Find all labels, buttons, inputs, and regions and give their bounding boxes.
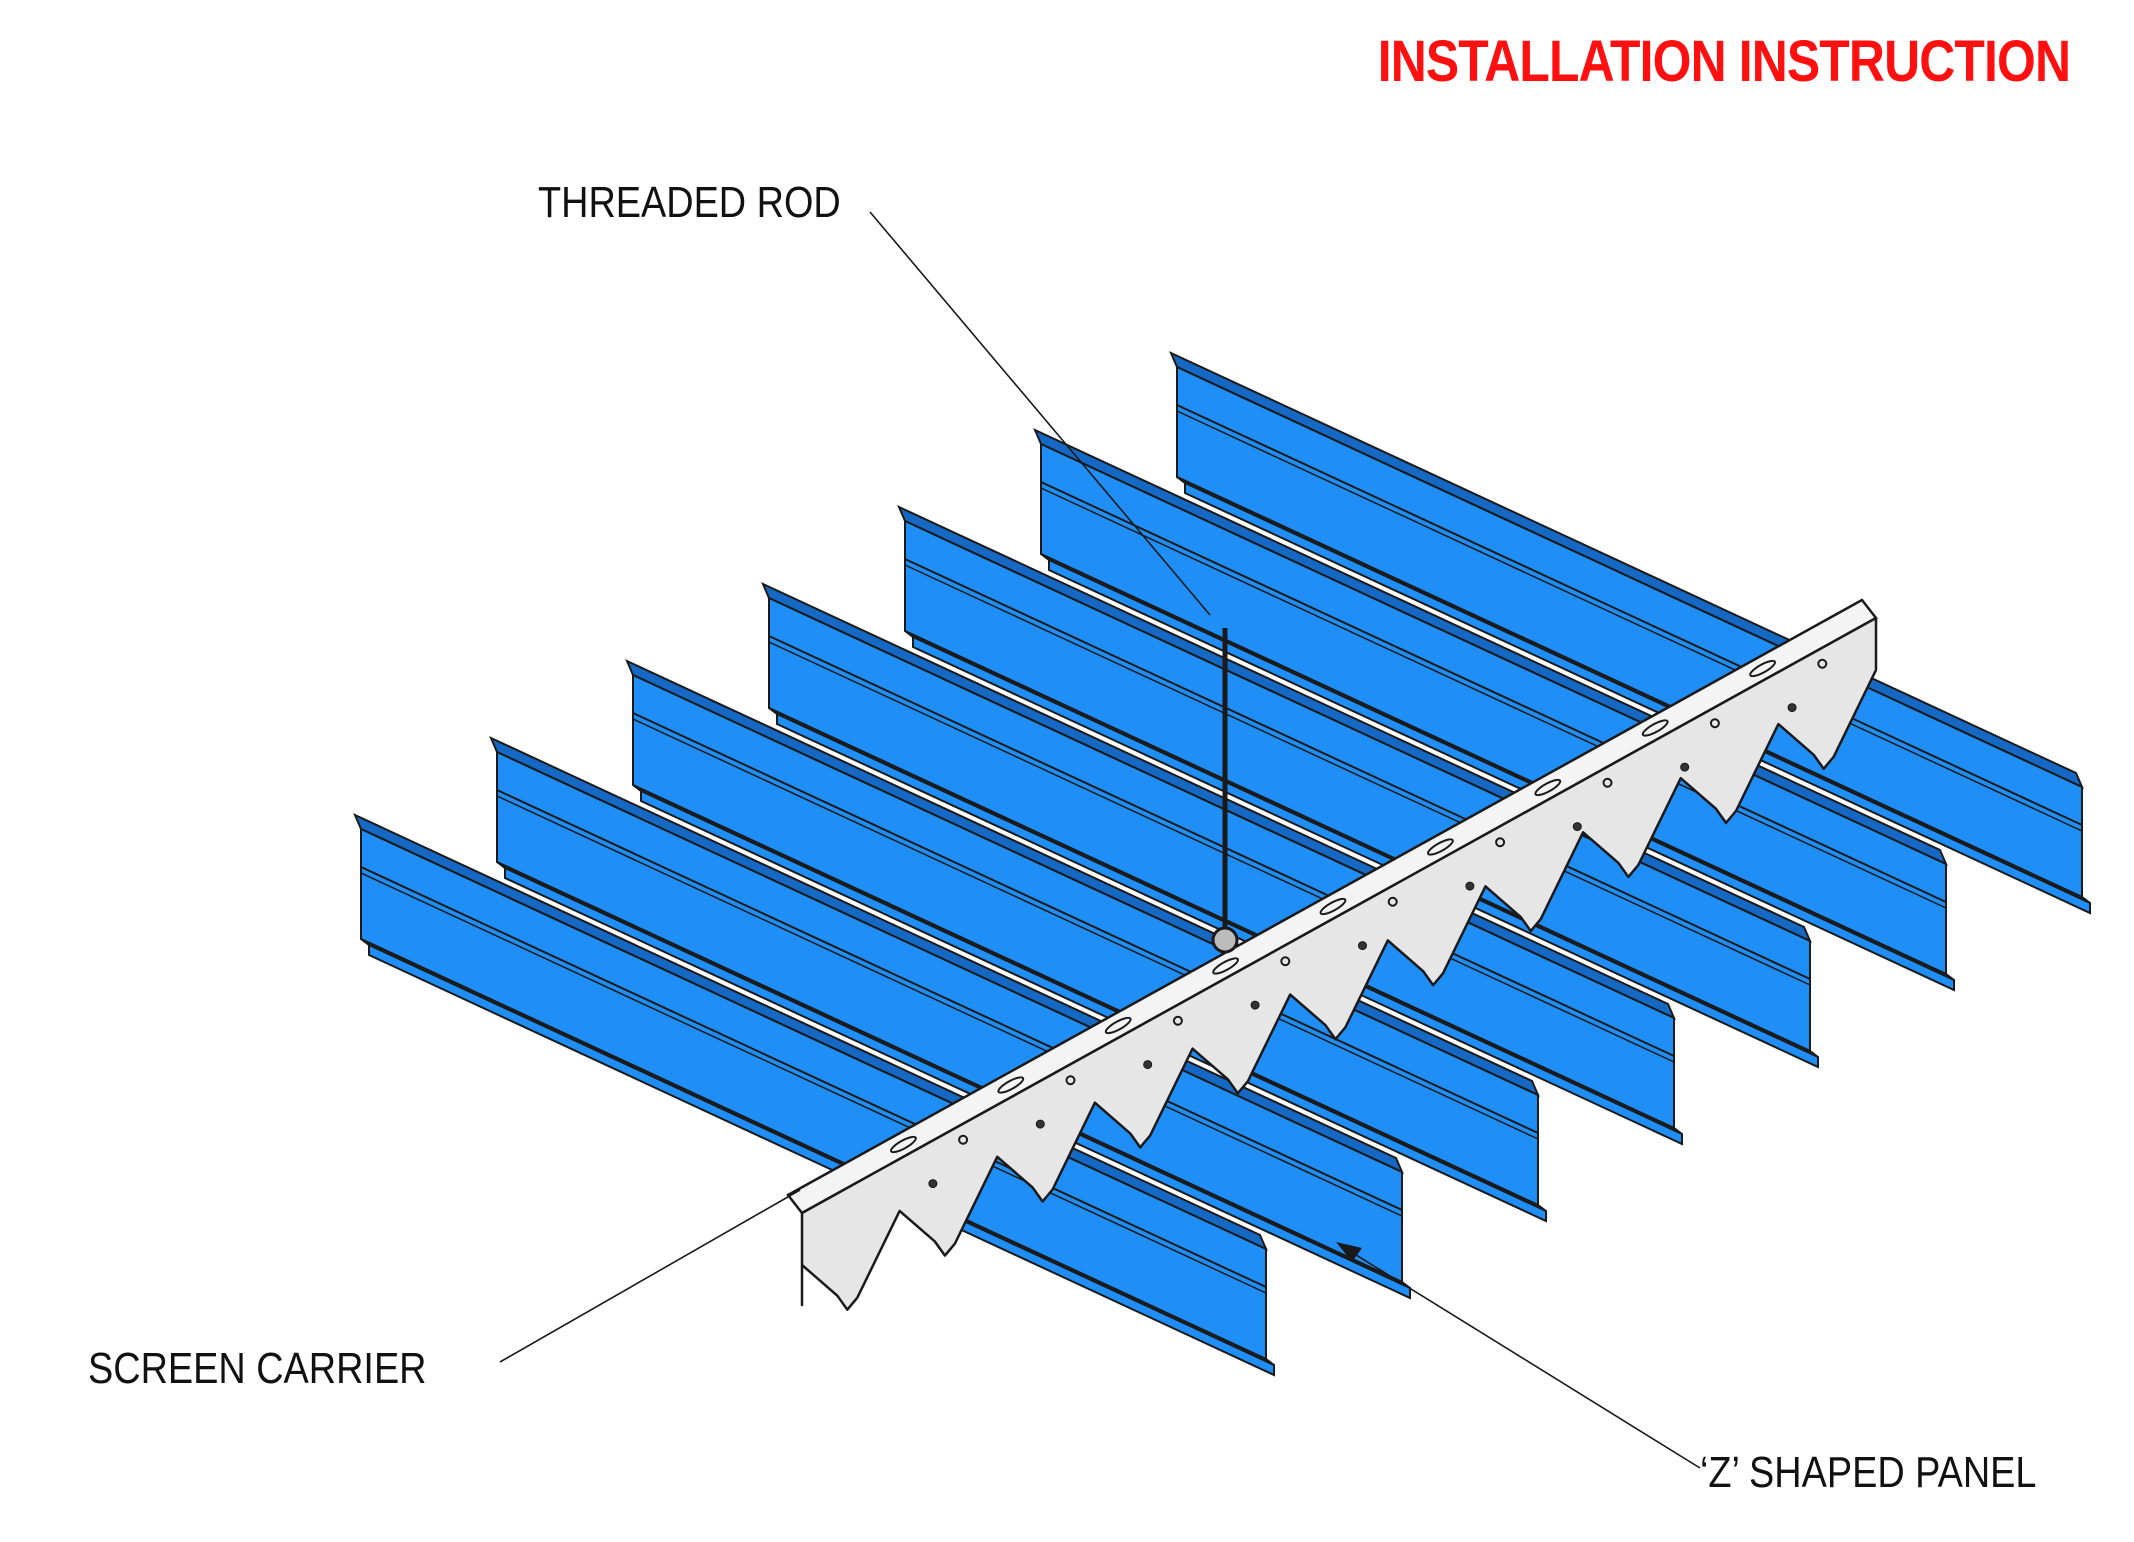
- carrier-slot: [1641, 719, 1669, 737]
- carrier-slot: [1104, 1016, 1132, 1035]
- carrier-slot: [1319, 897, 1347, 916]
- carrier-hole: [1035, 1119, 1045, 1129]
- screen-carrier-label: SCREEN CARRIER: [88, 1344, 427, 1393]
- carrier-slot: [1534, 778, 1562, 797]
- carrier-hole: [958, 1134, 969, 1145]
- z-panel-edge: [1048, 558, 1955, 992]
- carrier-hole: [1680, 762, 1690, 772]
- carrier-hole: [1709, 718, 1720, 729]
- screen-carrier-leader: [499, 1189, 801, 1363]
- carrier-slot: [1212, 957, 1239, 975]
- carrier-hole: [1465, 881, 1475, 891]
- z-panel: [1033, 427, 1955, 992]
- z-panel-edge: [1184, 481, 2091, 915]
- threaded-rod-label: THREADED ROD: [538, 178, 841, 227]
- threaded-rod-leader: [869, 211, 1211, 616]
- z-panel-rib: [1176, 410, 2083, 832]
- z-panel-rib: [1176, 404, 2083, 826]
- carrier-hole: [1143, 1060, 1153, 1070]
- carrier-hole: [1387, 896, 1398, 907]
- carrier-hole: [1817, 658, 1828, 669]
- z-panel-edge: [504, 866, 1411, 1300]
- carrier-slot: [1749, 659, 1776, 678]
- carrier-slot: [1427, 838, 1454, 856]
- carrier-slot: [890, 1135, 917, 1154]
- screen-carrier: [786, 598, 1878, 1311]
- z-panel-label: ‘Z’ SHAPED PANEL: [1700, 1448, 2037, 1497]
- z-panel-rib: [768, 641, 1675, 1063]
- z-panel-leader-arrow: [1336, 1242, 1362, 1262]
- carrier-hole: [928, 1179, 938, 1189]
- z-panel: [625, 658, 1547, 1223]
- page-title: INSTALLATION INSTRUCTION: [1377, 29, 2071, 94]
- z-panel-rib: [632, 712, 1539, 1134]
- carrier-hole: [1250, 1000, 1260, 1010]
- z-panel-rib: [632, 718, 1539, 1140]
- leader-lines: [499, 211, 1701, 1469]
- z-panel-rib: [360, 872, 1267, 1294]
- carrier-slot: [997, 1076, 1025, 1094]
- rod-nut: [1211, 926, 1239, 954]
- z-panel-rib: [496, 795, 1403, 1217]
- z-panel-rib: [360, 866, 1267, 1288]
- z-panel-rib: [904, 564, 1811, 986]
- carrier-hole: [1602, 777, 1613, 788]
- carrier-hole: [1495, 837, 1506, 848]
- carrier-hole: [1065, 1075, 1076, 1086]
- carrier-hole: [1172, 1015, 1183, 1026]
- carrier-hole: [1572, 822, 1582, 832]
- carrier-hole: [1280, 956, 1291, 967]
- z-panel-edge: [912, 635, 1819, 1069]
- z-panel-leader: [1339, 1244, 1701, 1469]
- carrier-web: [800, 616, 1878, 1311]
- threaded-rod: [1211, 628, 1239, 954]
- z-panel-rib: [496, 789, 1403, 1211]
- z-panel-rib: [904, 558, 1811, 980]
- z-panel-rib: [768, 635, 1675, 1057]
- z-panel-rib: [1040, 487, 1947, 909]
- z-panel-edge: [368, 943, 1275, 1377]
- carrier-hole: [1787, 703, 1797, 713]
- z-panel-rib: [1040, 481, 1947, 903]
- carrier-hole: [1357, 941, 1367, 951]
